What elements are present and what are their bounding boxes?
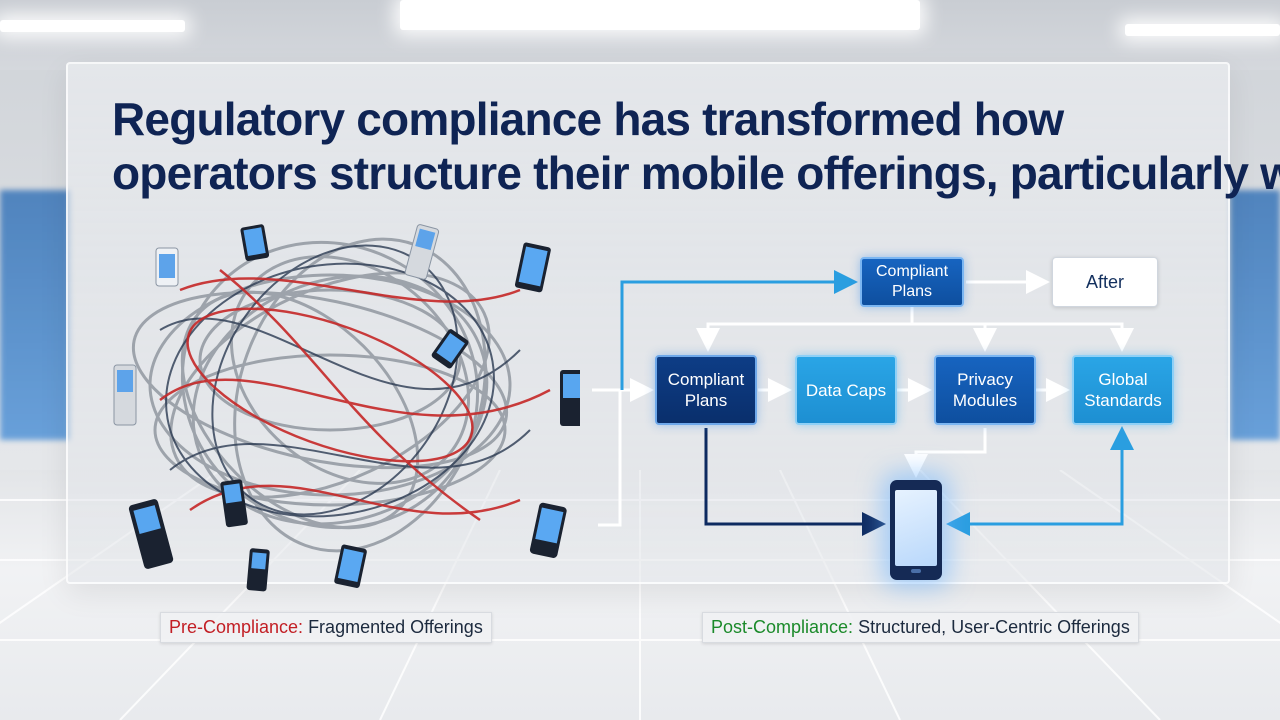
post-compliance-caption: Post-Compliance: Structured, User-Centri… (702, 612, 1139, 643)
data-caps-box: Data Caps (795, 355, 897, 425)
ceiling (0, 0, 1280, 70)
privacy-modules-box: Privacy Modules (934, 355, 1036, 425)
compliant-plans-top-box: Compliant Plans (860, 257, 964, 307)
post-compliance-text: Structured, User-Centric Offerings (853, 617, 1130, 637)
background-screen-right (1230, 190, 1280, 440)
after-box: After (1052, 257, 1158, 307)
post-compliance-label: Post-Compliance: (711, 617, 854, 637)
global-standards-box: Global Standards (1072, 355, 1174, 425)
ceiling-light (400, 0, 920, 30)
smartphone-screen (895, 490, 937, 566)
tangled-wires-illustration (113, 224, 580, 592)
ceiling-light (0, 20, 185, 32)
pre-compliance-text: Fragmented Offerings (303, 617, 483, 637)
pre-compliance-label: Pre-Compliance: (169, 617, 304, 637)
smartphone-home-button (911, 569, 921, 573)
headline-line-1: Regulatory compliance has transformed ho… (112, 93, 1064, 145)
headline: Regulatory compliance has transformed ho… (112, 92, 1280, 200)
background-screen-left (0, 190, 70, 440)
headline-line-2: operators structure their mobile offerin… (112, 147, 1280, 199)
compliant-plans-box: Compliant Plans (655, 355, 757, 425)
ceiling-light (1125, 24, 1280, 36)
pre-compliance-caption: Pre-Compliance: Fragmented Offerings (160, 612, 492, 643)
smartphone-icon (890, 480, 942, 580)
phone-icons (113, 224, 580, 592)
